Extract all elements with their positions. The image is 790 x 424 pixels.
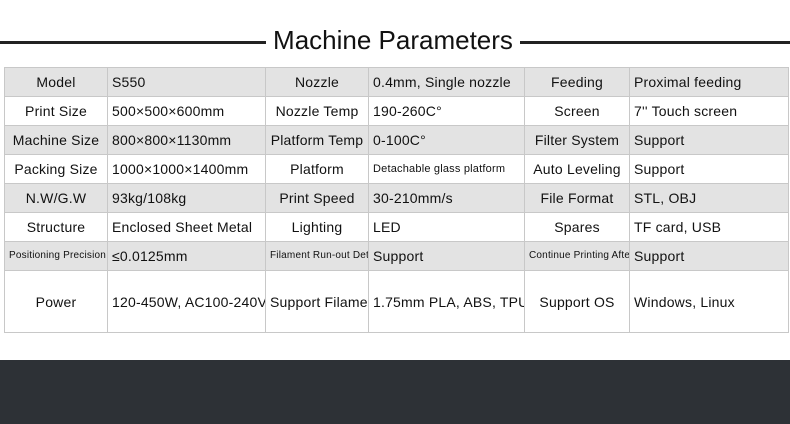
param-label: Machine Size (4, 125, 108, 155)
param-value: ≤0.0125mm (107, 241, 266, 271)
table-row: Packing Size 1000×1000×1400mm Platform D… (4, 154, 789, 184)
param-value: Support (368, 241, 525, 271)
param-label: Nozzle Temp (265, 96, 369, 126)
param-label: Spares (524, 212, 630, 242)
param-value: S550 (107, 67, 266, 97)
param-value: Support (629, 125, 789, 155)
param-label: Nozzle (265, 67, 369, 97)
param-label: File Format (524, 183, 630, 213)
page-title: Machine Parameters (273, 25, 513, 55)
parameters-table: Model S550 Nozzle 0.4mm, Single nozzle F… (4, 67, 789, 333)
param-value: TF card, USB (629, 212, 789, 242)
table-row: Model S550 Nozzle 0.4mm, Single nozzle F… (4, 67, 789, 97)
param-label: Continue Printing After Power Outage (524, 241, 630, 271)
param-label: Platform Temp (265, 125, 369, 155)
param-label: Structure (4, 212, 108, 242)
table-row: Structure Enclosed Sheet Metal Lighting … (4, 212, 789, 242)
title-divider-left (0, 41, 266, 44)
param-label: Lighting (265, 212, 369, 242)
param-value: 30-210mm/s (368, 183, 525, 213)
title-divider-right (520, 41, 790, 44)
param-value: 500×500×600mm (107, 96, 266, 126)
param-label: Filter System (524, 125, 630, 155)
param-label: Filament Run-out Detection (265, 241, 369, 271)
param-label: N.W/G.W (4, 183, 108, 213)
param-value: 7'' Touch screen (629, 96, 789, 126)
table-row: N.W/G.W 93kg/108kg Print Speed 30-210mm/… (4, 183, 789, 213)
param-value: 190-260C° (368, 96, 525, 126)
param-label: Packing Size (4, 154, 108, 184)
title-row: Machine Parameters (0, 22, 790, 58)
param-value: 120-450W, AC100-240V, 50/60Hz (107, 270, 266, 333)
table-row: Print Size 500×500×600mm Nozzle Temp 190… (4, 96, 789, 126)
param-value: STL, OBJ (629, 183, 789, 213)
param-value: Support (629, 154, 789, 184)
param-value: 800×800×1130mm (107, 125, 266, 155)
param-label: Support Filament (265, 270, 369, 333)
param-label: Print Size (4, 96, 108, 126)
param-label: Model (4, 67, 108, 97)
param-label: Power (4, 270, 108, 333)
param-label: Screen (524, 96, 630, 126)
table-row: Machine Size 800×800×1130mm Platform Tem… (4, 125, 789, 155)
param-value: 0.4mm, Single nozzle (368, 67, 525, 97)
table-row: Positioning Precision ≤0.0125mm Filament… (4, 241, 789, 271)
param-label: Feeding (524, 67, 630, 97)
param-label: Support OS (524, 270, 630, 333)
table-row: Power 120-450W, AC100-240V, 50/60Hz Supp… (4, 270, 789, 333)
param-label: Platform (265, 154, 369, 184)
param-value: Windows, Linux (629, 270, 789, 333)
param-value: 1.75mm PLA, ABS, TPU, Carbon Fiber, Wood… (368, 270, 525, 333)
param-value: Support (629, 241, 789, 271)
param-label: Auto Leveling (524, 154, 630, 184)
param-value: 93kg/108kg (107, 183, 266, 213)
param-label: Print Speed (265, 183, 369, 213)
param-value: Detachable glass platform (368, 154, 525, 184)
param-value: LED (368, 212, 525, 242)
param-value: Proximal feeding (629, 67, 789, 97)
param-value: Enclosed Sheet Metal (107, 212, 266, 242)
param-value: 0-100C° (368, 125, 525, 155)
footer-band (0, 360, 790, 424)
param-label: Positioning Precision (4, 241, 108, 271)
param-value: 1000×1000×1400mm (107, 154, 266, 184)
